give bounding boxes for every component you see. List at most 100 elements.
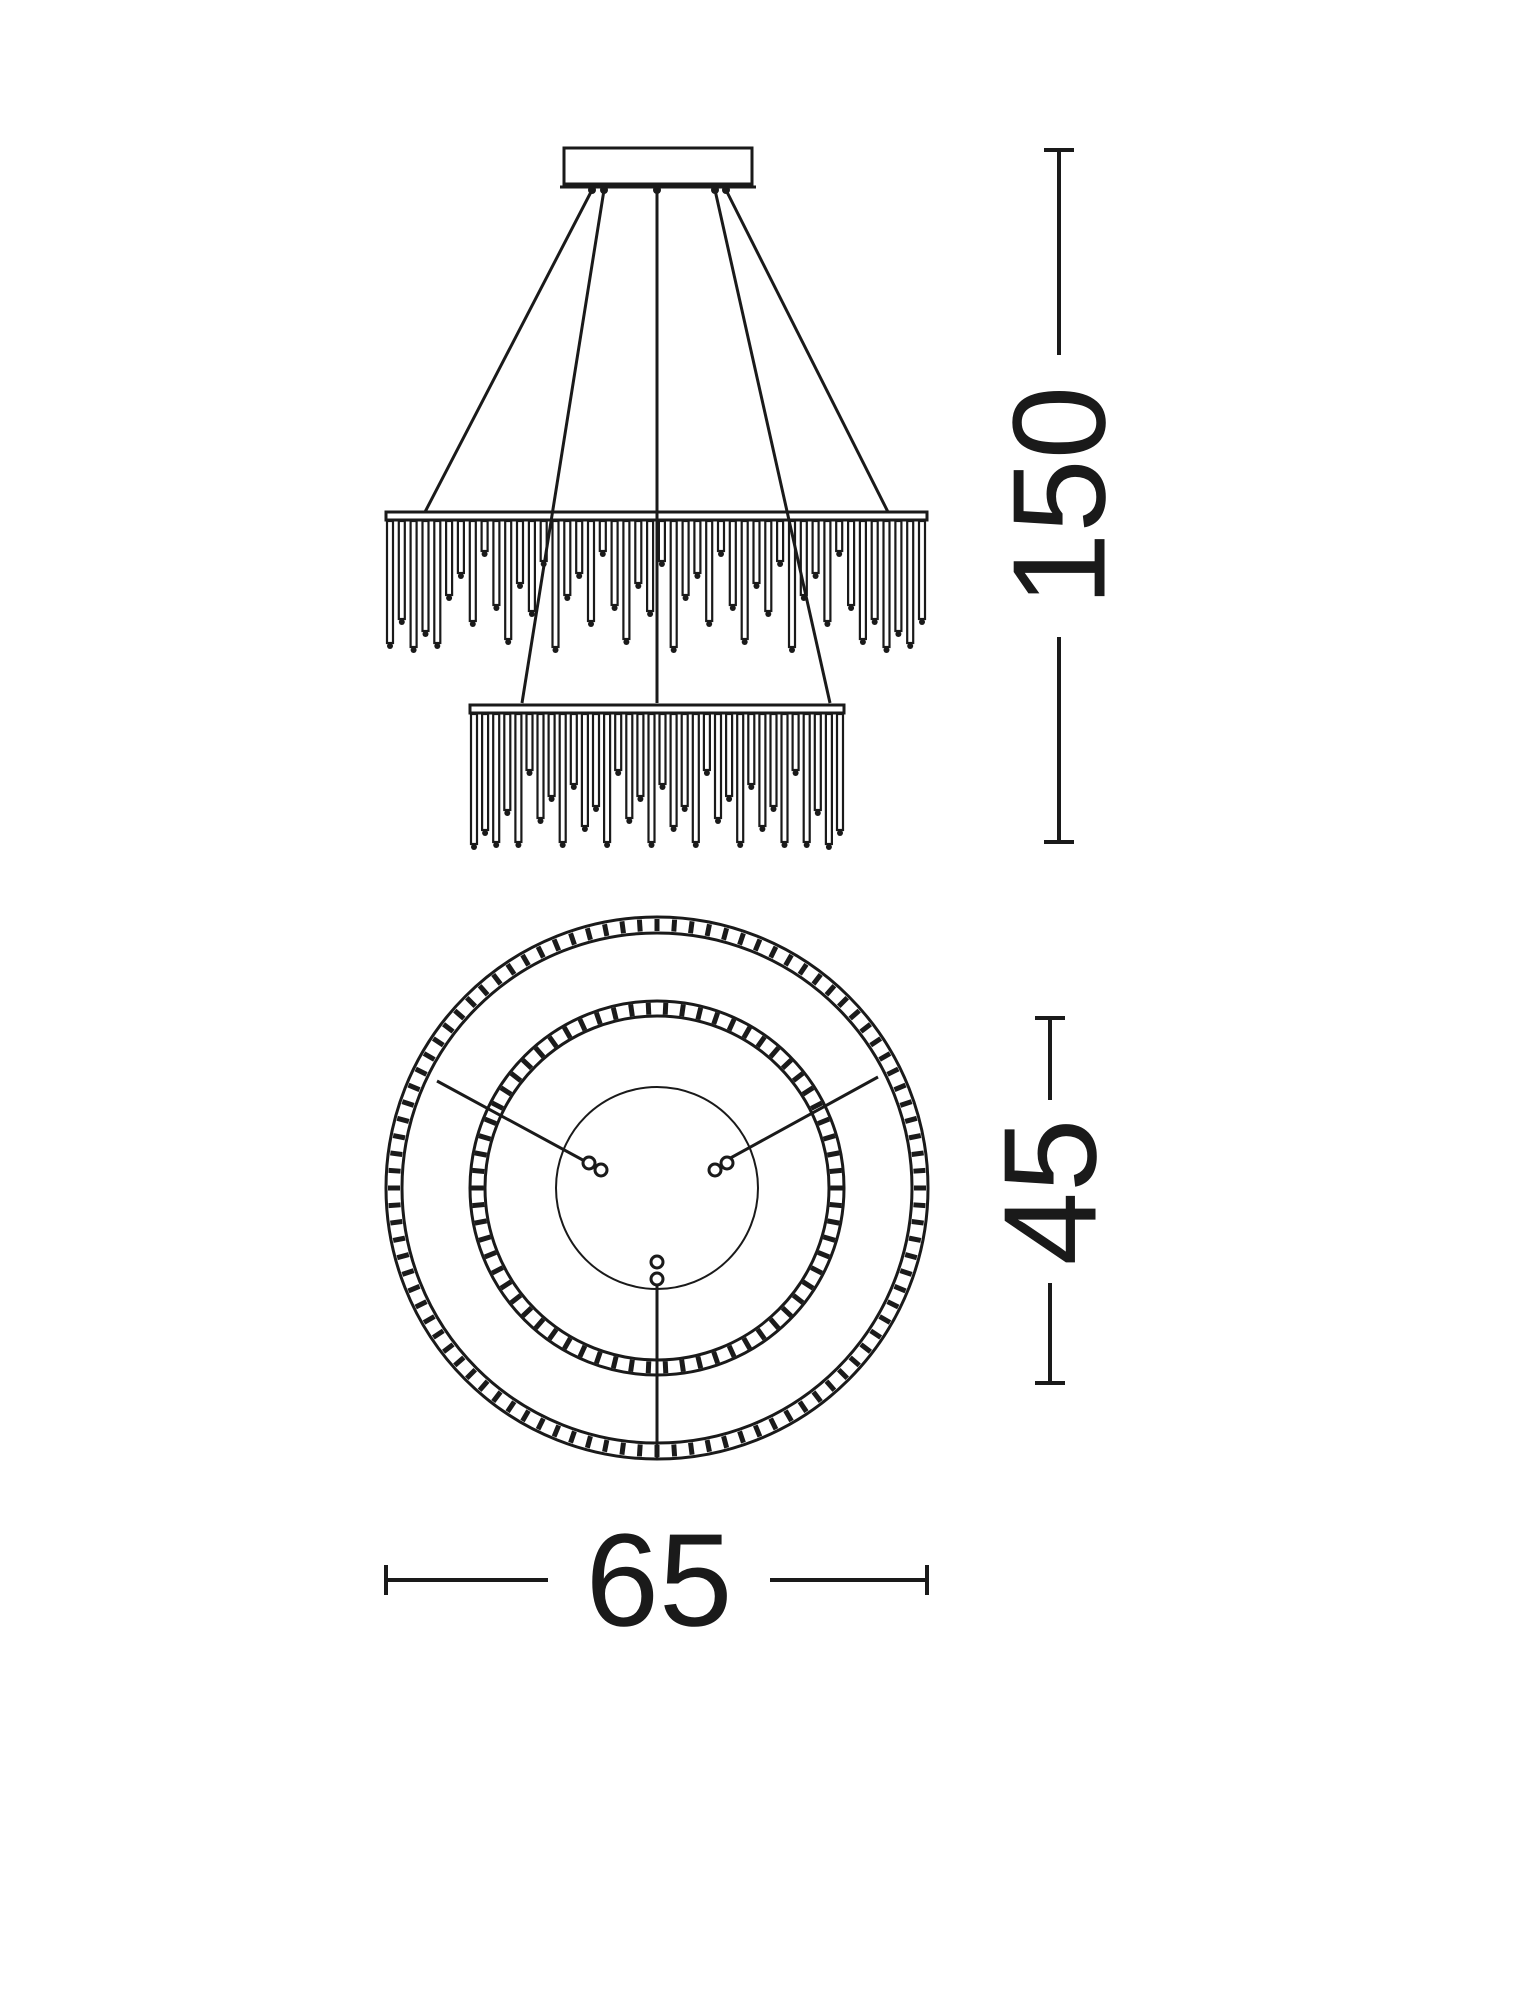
outer-ring-bead [737,1430,746,1444]
inner-ring-bead [562,1026,573,1039]
outer-ring-bead [477,1379,490,1392]
outer-ring-bead [859,1022,872,1034]
outer-diameter-label: 65 [586,1507,733,1654]
lower-crystal-rod-tip [593,806,599,812]
cable-right-outer [724,189,890,513]
inner-ring-bead [547,1327,559,1341]
upper-crystal-rod-tip [907,643,914,649]
lower-tier-crystals [469,712,845,850]
lower-crystal-rod-tip [781,842,788,848]
upper-crystal-rod-tip [457,573,464,579]
upper-crystal-rod-tip [670,647,677,653]
cable-left-outer [423,189,594,513]
inner-ring-bead [791,1071,805,1083]
lower-crystal-rod [591,712,601,808]
outer-ring-bead [392,1133,406,1141]
lower-crystal-rod-tip [515,842,522,848]
upper-crystal-rod [385,519,395,645]
lower-crystal-rod [625,712,634,820]
outer-ring-bead [869,1036,883,1048]
inner-ring-bead [755,1035,767,1049]
cable-left-inner [520,189,606,704]
upper-crystal-rod [551,519,560,649]
inner-ring-bead [826,1150,840,1158]
cable-anchor-points [588,186,730,194]
lower-crystal-rod [536,712,545,820]
upper-crystal-rod-tip [706,621,713,627]
upper-crystal-rod-tip [481,551,488,557]
outer-ring-bead [535,1417,546,1431]
inner-ring-bead [830,1185,843,1191]
inner-ring-bead [547,1035,559,1049]
inner-ring-bead [509,1293,523,1305]
upper-crystal-rod-tip [517,583,523,589]
lower-crystal-rod [736,712,745,844]
outer-ring-bead [520,1409,531,1423]
inner-ring-bead [628,1004,635,1017]
lower-crystal-rod [558,712,567,844]
outer-ring-crystals [388,919,926,1457]
cable-right-inner [713,189,832,704]
upper-crystal-rod [492,519,501,607]
inner-ring-bead [817,1250,831,1260]
inner-diameter-label: 45 [977,1119,1124,1266]
lower-crystal-rod [569,712,578,786]
outer-ring-bead [442,1342,455,1354]
upper-crystal-rod [693,519,702,575]
inner-ring-bead [499,1085,513,1097]
lower-crystal-rod [514,712,523,844]
lower-crystal-rod [813,712,822,812]
upper-crystal-rod [468,519,477,623]
upper-crystal-rod [456,519,465,575]
lower-crystal-rod [791,712,800,772]
outer-ring-bead [491,973,503,986]
upper-crystal-rod-tip [741,639,748,645]
outer-ring-bead [859,1342,872,1354]
lower-crystal-rod [669,712,678,828]
outer-ring-bead [520,953,531,967]
upper-crystal-rod-tip [919,619,925,625]
outer-ring-bead [602,1439,610,1453]
outer-ring-bead [568,1430,577,1444]
upper-crystal-rod [894,519,903,633]
upper-crystal-rod-tip [611,605,618,611]
lower-crystal-rod-tip [493,842,500,848]
lower-crystal-rod [658,712,667,786]
outer-ring-outline-outer [384,915,930,1461]
upper-crystal-rod-tip [623,639,630,645]
outer-ring-bead [811,1390,823,1403]
upper-crystal-rod [610,519,619,607]
upper-crystal-rod-tip [422,631,429,637]
inner-ring-bead [695,1355,704,1369]
outer-ring-bead [396,1252,410,1261]
upper-crystal-rod-tip [812,573,819,579]
outer-ring-bead [602,923,610,937]
lower-crystal-rod-tip [537,818,544,824]
outer-ring-bead [913,1167,926,1174]
lower-crystal-rod-tip [759,826,766,832]
outer-ring-bead [422,1314,436,1325]
upper-crystal-rod [823,519,832,623]
upper-tier-crystals [385,519,927,653]
upper-crystal-rod [515,519,525,585]
outer-ring-bead [535,945,546,959]
outer-ring-bead [878,1051,892,1062]
inner-ring-bead [610,1355,619,1369]
outer-ring-bead [704,923,712,937]
upper-crystal-rod-tip [446,595,453,601]
outer-ring-bead [401,1099,415,1108]
lower-crystal-rod [469,712,479,846]
lower-crystal-rod-tip [559,842,566,848]
upper-crystal-rod-tip [647,611,654,617]
lower-crystal-rod [636,712,645,798]
lower-crystal-rod-tip [726,796,733,802]
outer-ring-bead [737,932,746,946]
upper-crystal-rod [740,519,749,641]
upper-crystal-rod-tip [871,619,878,625]
lower-crystal-rod [747,712,756,786]
lower-crystal-rod [691,712,700,844]
inner-ring-bead [521,1305,534,1318]
inner-ring-bead [791,1293,805,1305]
upper-crystal-rod-tip [588,621,594,627]
height-dimension [1044,148,1074,844]
